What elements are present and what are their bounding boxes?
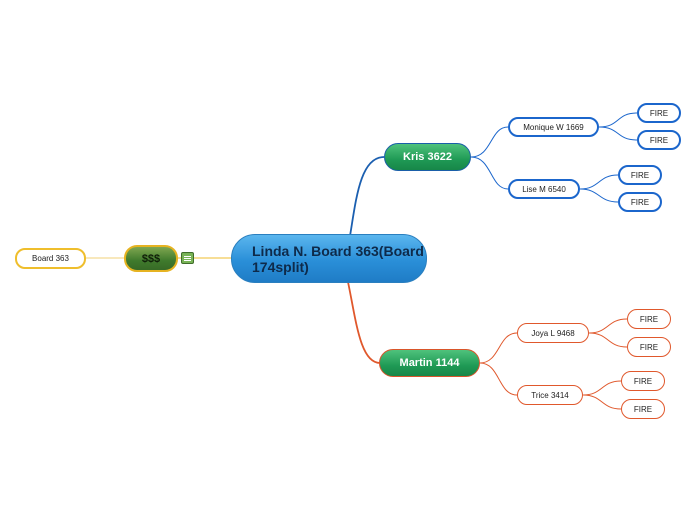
- connector-monique-fire-1: [598, 112, 638, 128]
- connector-trice-fire-1: [582, 380, 622, 396]
- central-topic[interactable]: Linda N. Board 363(Board 174split): [231, 234, 427, 283]
- connector-joya-fire-1: [588, 318, 628, 334]
- topic-fire[interactable]: FIRE: [627, 309, 671, 329]
- topic-fire[interactable]: FIRE: [618, 192, 662, 212]
- topic-lise-label: Lise M 6540: [522, 184, 566, 194]
- topic-fire-label: FIRE: [649, 108, 669, 118]
- connector-martin-trice: [479, 362, 518, 396]
- connector-kris-lise: [470, 156, 509, 190]
- topic-trice[interactable]: Trice 3414: [517, 385, 583, 405]
- topic-fire-label: FIRE: [630, 197, 650, 207]
- central-topic-label: Linda N. Board 363(Board 174split): [252, 242, 424, 275]
- topic-money[interactable]: $$$: [124, 245, 178, 272]
- topic-fire-label: FIRE: [633, 404, 653, 414]
- topic-fire[interactable]: FIRE: [637, 130, 681, 150]
- topic-fire[interactable]: FIRE: [618, 165, 662, 185]
- topic-board-363[interactable]: Board 363: [15, 248, 86, 269]
- topic-lise[interactable]: Lise M 6540: [508, 179, 580, 199]
- topic-fire-label: FIRE: [639, 342, 659, 352]
- connector-central-martin: [347, 281, 381, 364]
- connector-joya-fire-2: [588, 332, 628, 348]
- connector-kris-monique: [470, 126, 509, 158]
- topic-fire[interactable]: FIRE: [627, 337, 671, 357]
- topic-martin[interactable]: Martin 1144: [379, 349, 480, 377]
- topic-fire-label: FIRE: [633, 376, 653, 386]
- topic-joya[interactable]: Joya L 9468: [517, 323, 589, 343]
- topic-fire[interactable]: FIRE: [637, 103, 681, 123]
- topic-money-label: $$$: [141, 252, 161, 265]
- note-icon[interactable]: [181, 252, 194, 264]
- topic-board-363-label: Board 363: [32, 254, 69, 263]
- topic-fire-label: FIRE: [630, 170, 650, 180]
- topic-trice-label: Trice 3414: [531, 390, 569, 400]
- connector-martin-joya: [479, 332, 518, 364]
- topic-fire[interactable]: FIRE: [621, 399, 665, 419]
- connector-central-kris: [349, 156, 385, 237]
- topic-joya-label: Joya L 9468: [531, 328, 575, 338]
- topic-fire-label: FIRE: [649, 135, 669, 145]
- topic-monique-label: Monique W 1669: [523, 122, 584, 132]
- connector-trice-fire-2: [582, 394, 622, 410]
- topic-kris-label: Kris 3622: [403, 151, 452, 163]
- topic-fire[interactable]: FIRE: [621, 371, 665, 391]
- topic-kris[interactable]: Kris 3622: [384, 143, 471, 171]
- topic-fire-label: FIRE: [639, 314, 659, 324]
- connector-monique-fire-2: [598, 126, 638, 141]
- connector-lise-fire-1: [579, 174, 619, 190]
- connector-lise-fire-2: [579, 188, 619, 203]
- topic-monique[interactable]: Monique W 1669: [508, 117, 599, 137]
- topic-martin-label: Martin 1144: [399, 357, 460, 369]
